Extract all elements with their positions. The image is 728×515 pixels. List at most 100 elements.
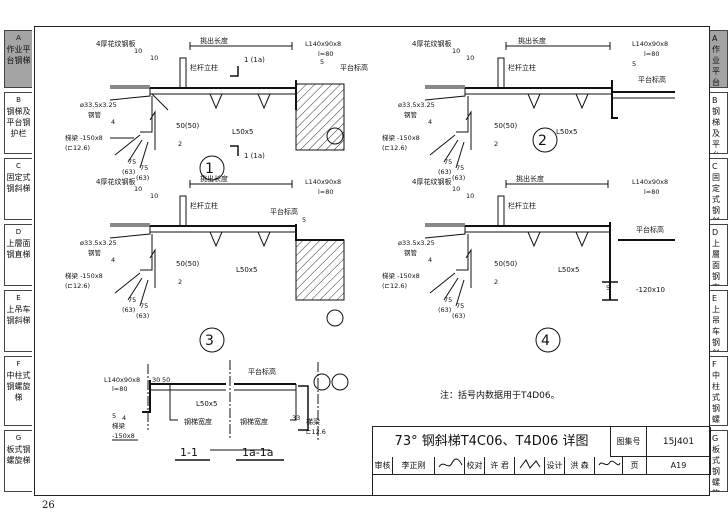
sec-platform: 平台标高 [248,367,276,376]
check-signature [515,457,545,475]
d1-dim-2: 2 [178,140,182,148]
d2-l-len: l=80 [644,50,660,58]
d1-dim-10a: 10 [134,47,142,55]
d2-plate: 4厚花纹钢板 [412,39,451,48]
tab-g[interactable]: G 板式钢螺旋梯 [4,430,32,492]
d1-dim-10b: 10 [150,54,158,62]
d2-channel: (⊏12.6) [382,144,407,152]
sec-width-a: 钢梯宽度 [184,417,212,426]
detail-1 [109,42,345,181]
d3-dim-75b: 75 [140,302,148,310]
d2-beam: 梯梁 -150x8 [382,133,420,142]
atlas-number: 15J401 [647,427,711,457]
tab-letter: D [712,228,719,237]
d4-dim-5: 5 [606,284,610,292]
d1-post: 栏杆立柱 [190,63,218,72]
d3-l-len: l=80 [318,188,334,196]
reviewer: 李正刚 [393,457,435,475]
sections-detail [112,360,349,461]
check-label: 校对 [465,457,485,475]
tab-letter: A [712,34,718,43]
tab-letter: F [712,360,717,369]
sec-1a-label: 1a-1a [242,446,273,459]
d3-dim-63a: (63) [122,306,135,314]
d2-post: 栏杆立柱 [508,63,536,72]
design-signature [595,457,623,475]
tab-a[interactable]: A 作业平台钢梯 [4,30,32,88]
d2-angle: L140x90x8 [632,40,668,48]
d3-dim-10b: 10 [150,192,158,200]
tab-letter: D [15,228,22,236]
tab-letter: C [712,162,718,171]
d4-pipe-label: 钢管 [404,248,418,257]
sec-beam-left: 梯梁 [112,421,126,430]
detail-3 [109,180,345,353]
tab-letter: C [16,162,21,170]
d4-dim-63a: (63) [438,306,451,314]
review-label: 审核 [373,457,393,475]
d3-platform: 平台标高 [270,207,298,216]
tab-label: 作业平台钢梯 [6,45,31,65]
d3-l50: L50x5 [236,266,257,274]
tab-label: 固定式钢斜梯 [6,173,31,193]
d3-pipe-label: 钢管 [88,248,102,257]
drawing-title: 73° 钢斜梯T4C06、T4D06 详图 [373,427,611,457]
d1-number: 1 [205,161,214,177]
d1-dim-63b: (63) [136,174,149,182]
title-block: 73° 钢斜梯T4C06、T4D06 详图 图集号 15J401 审核 李正刚 … [372,426,711,496]
sec-l-len: l=80 [112,385,128,393]
d4-number: 4 [541,333,550,349]
sec-beam-size: -150x8 [112,432,135,440]
tab-letter: G [15,434,22,442]
d4-platform: 平台标高 [636,225,664,234]
d1-dim-50: 50(50) [176,122,200,130]
d3-dim-75a: 75 [128,296,136,304]
d4-dim-2: 2 [494,278,498,286]
tab-letter: G [712,434,719,443]
tab-letter: A [16,34,21,42]
tab-label: 上層面钢直梯 [712,239,720,285]
d1-pipe-label: 钢管 [88,110,102,119]
d1-cut-top: 1 (1a) [244,56,265,64]
review-signature [435,457,465,475]
d2-rib: 4 [428,118,432,126]
d3-number: 3 [205,333,214,349]
d2-overhang: 挑出长度 [518,36,546,45]
d4-dim-75b: 75 [456,302,464,310]
d3-dim-10a: 10 [134,185,142,193]
d2-dim-50: 50(50) [494,122,518,130]
tab-label: 板式钢螺旋梯 [6,445,31,465]
tab-label: 上吊车钢斜梯 [6,305,31,325]
d1-l50: L50x5 [232,128,253,136]
d3-beam: 梯梁 -150x8 [65,271,103,280]
d1-dim-63a: (63) [122,168,135,176]
sec-d33: 33 [292,414,300,422]
d1-dim-75b: 75 [140,164,148,172]
d4-angle: L140x90x8 [632,178,668,186]
tab-c[interactable]: C 固定式钢斜梯 [4,158,32,220]
tab-letter: E [712,294,718,303]
d4-l-len: l=80 [644,188,660,196]
designer: 洪 森 [565,457,595,475]
d2-dim-75a: 75 [444,158,452,166]
tab-label: 中柱式钢螺旋梯 [6,371,31,402]
d4-l50: L50x5 [558,266,579,274]
d1-l-len: l=80 [318,50,334,58]
d4-dim-63b: (63) [452,312,465,320]
d2-dim-2: 2 [494,140,498,148]
detail-4 [424,180,675,353]
d3-overhang: 挑出长度 [200,174,228,183]
tab-e[interactable]: E 上吊车钢斜梯 [4,290,32,352]
d4-post: 栏杆立柱 [508,201,536,210]
d3-angle: L140x90x8 [305,178,341,186]
checker: 许 君 [485,457,515,475]
d4-dim-10b: 10 [466,192,474,200]
d3-channel: (⊏12.6) [65,282,90,290]
tab-letter: E [16,294,21,302]
d2-dim-75b: 75 [456,164,464,172]
d4-dim-75a: 75 [444,296,452,304]
d3-plate: 4厚花纹钢板 [96,177,135,186]
